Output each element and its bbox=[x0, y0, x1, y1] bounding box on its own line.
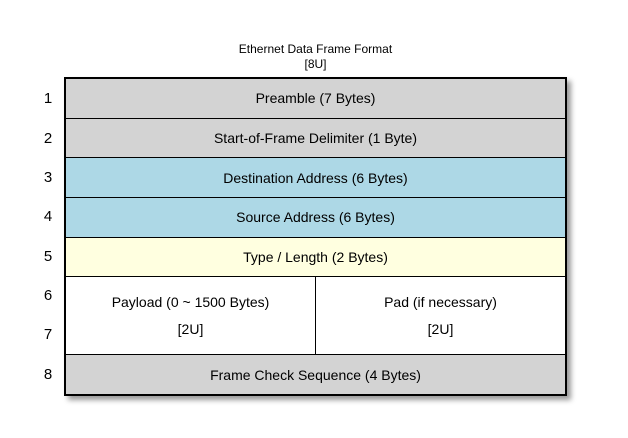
row-source-address: Source Address (6 Bytes) bbox=[66, 197, 565, 238]
row-payload-pad: Payload (0 ~ 1500 Bytes) [2U] Pad (if ne… bbox=[66, 277, 565, 356]
diagram-subtitle: [8U] bbox=[304, 57, 327, 71]
row-number-1: 1 bbox=[43, 90, 53, 108]
row-preamble: Preamble (7 Bytes) bbox=[66, 79, 565, 119]
pad-units: [2U] bbox=[427, 320, 454, 337]
cell-pad: Pad (if necessary) [2U] bbox=[316, 277, 565, 354]
row-number-column: 1 2 3 4 5 6 7 8 bbox=[36, 79, 60, 394]
cell-payload: Payload (0 ~ 1500 Bytes) [2U] bbox=[66, 277, 316, 355]
diagram-title-block: Ethernet Data Frame Format [8U] bbox=[64, 42, 567, 72]
row-number-3: 3 bbox=[43, 168, 53, 186]
row-frame-check-sequence: Frame Check Sequence (4 Bytes) bbox=[66, 355, 565, 394]
row-number-4: 4 bbox=[43, 208, 53, 226]
row-number-5: 5 bbox=[43, 247, 53, 265]
pad-label: Pad (if necessary) bbox=[384, 293, 497, 310]
diagram-title: Ethernet Data Frame Format bbox=[238, 42, 393, 56]
row-destination-address: Destination Address (6 Bytes) bbox=[66, 158, 565, 198]
row-number-7: 7 bbox=[43, 326, 53, 344]
payload-label: Payload (0 ~ 1500 Bytes) bbox=[111, 293, 270, 310]
frame-table: Preamble (7 Bytes) Start-of-Frame Delimi… bbox=[64, 77, 567, 396]
row-start-of-frame-delimiter: Start-of-Frame Delimiter (1 Byte) bbox=[66, 118, 565, 159]
row-number-6: 6 bbox=[43, 287, 53, 305]
row-number-2: 2 bbox=[43, 129, 53, 147]
row-number-8: 8 bbox=[43, 365, 53, 383]
row-type-length: Type / Length (2 Bytes) bbox=[66, 237, 565, 278]
payload-units: [2U] bbox=[177, 320, 204, 337]
